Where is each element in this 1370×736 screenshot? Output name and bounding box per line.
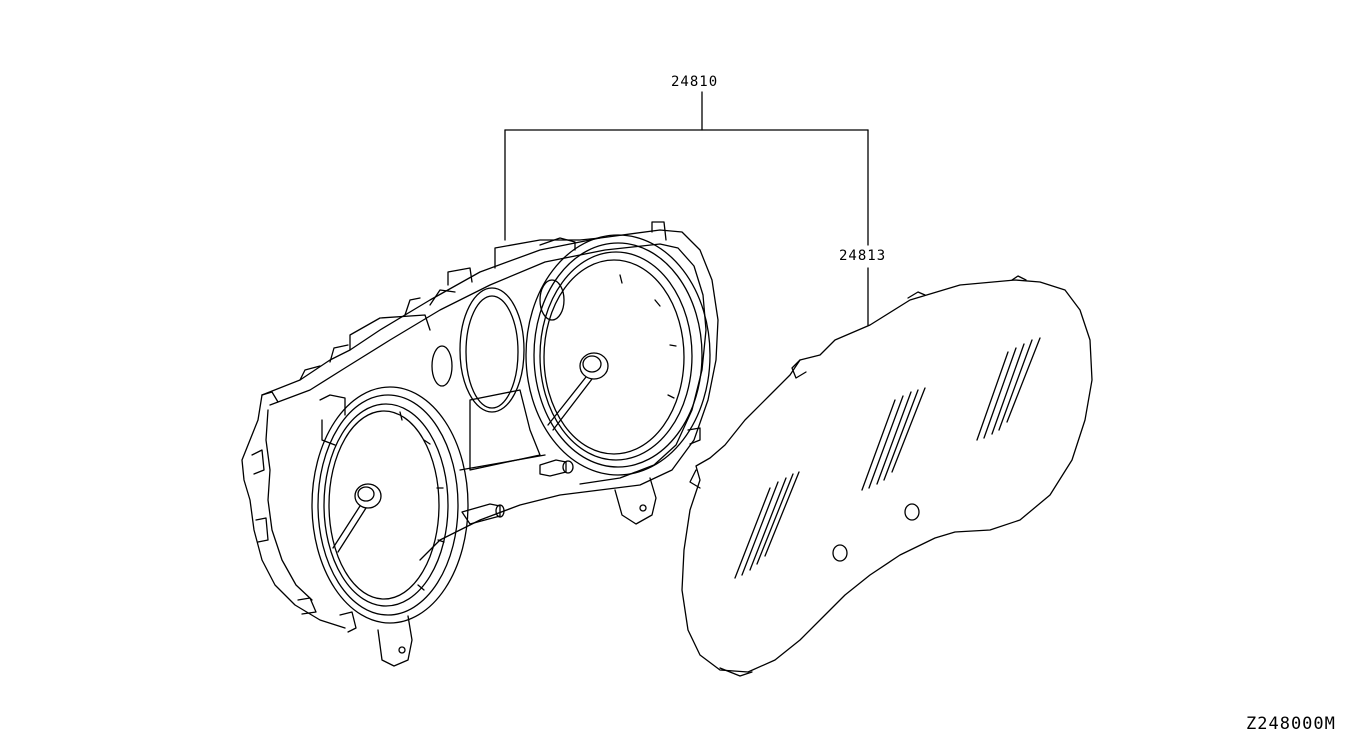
diagram-code-label: Z248000M (1246, 714, 1336, 734)
meter-assembly-drawing (241, 221, 719, 667)
leader-lines (504, 91, 869, 326)
part-number-label-assembly: 24810 (671, 74, 719, 90)
lens-cover-drawing (681, 275, 1093, 677)
part-number-label-lens: 24813 (839, 248, 887, 264)
